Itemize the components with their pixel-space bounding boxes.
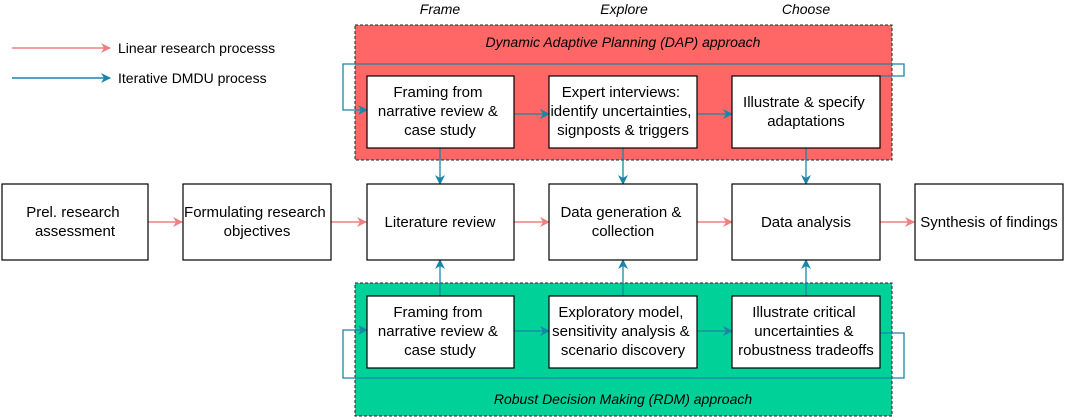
- main-box-line: Data generation &: [560, 204, 681, 221]
- dap-box-frame-line: Framing from: [393, 84, 482, 101]
- dap-box-choose-line: adaptations: [767, 113, 845, 130]
- svg-text:Framing from narrative r: Framing from narrative review & case stu…: [378, 304, 502, 359]
- main-box-line: Formulating research: [184, 204, 326, 221]
- main-box-line: Prel. research: [26, 204, 119, 221]
- phase-choose-label: Choose: [782, 1, 830, 17]
- main-box-research-objectives: Formulating research objectives: [182, 183, 332, 261]
- main-box-line: collection: [592, 223, 655, 240]
- main-box-data-analysis: Data analysis: [731, 183, 881, 261]
- dap-title: Dynamic Adaptive Planning (DAP) approach: [486, 34, 761, 50]
- main-box-literature-review: Literature review: [366, 183, 515, 261]
- rdm-box-frame-line: narrative review &: [378, 323, 498, 340]
- svg-text:Illustrate & specify ada: Illustrate & specify adaptations: [743, 94, 869, 130]
- main-box-line: Data analysis: [761, 214, 851, 231]
- dap-box-choose: Illustrate & specify adaptations: [731, 75, 881, 149]
- svg-text:Exploratory model, sensi: Exploratory model, sensitivity analysis …: [552, 304, 694, 359]
- rdm-box-choose-line: robustness tradeoffs: [738, 342, 874, 359]
- phase-explore-label: Explore: [600, 1, 648, 17]
- rdm-box-frame: Framing from narrative review & case stu…: [366, 295, 515, 369]
- dap-box-frame: Framing from narrative review & case stu…: [366, 75, 515, 149]
- dap-box-explore-line: identify uncertainties,: [550, 103, 691, 120]
- svg-text:Prel. research assessmen: Prel. research assessment: [26, 204, 124, 240]
- rdm-box-frame-line: case study: [404, 342, 476, 359]
- svg-text:Data generation & collec: Data generation & collection: [560, 204, 685, 240]
- rdm-box-explore-line: Exploratory model,: [558, 304, 683, 321]
- main-box-line: objectives: [224, 223, 291, 240]
- rdm-box-explore-line: scenario discovery: [561, 342, 686, 359]
- main-box-line: assessment: [35, 223, 116, 240]
- svg-text:Framing from narrative r: Framing from narrative review & case stu…: [378, 84, 502, 139]
- rdm-box-choose-line: Illustrate critical: [752, 304, 855, 321]
- dap-box-explore: Expert interviews: identify uncertaintie…: [548, 75, 698, 149]
- main-box-line: Synthesis of findings: [920, 214, 1058, 231]
- dap-box-explore-line: signposts & triggers: [557, 122, 689, 139]
- dap-box-frame-line: case study: [404, 122, 476, 139]
- main-box-line: Literature review: [385, 214, 496, 231]
- rdm-box-explore: Exploratory model, sensitivity analysis …: [548, 295, 698, 369]
- rdm-box-choose: Illustrate critical uncertainties & robu…: [731, 295, 881, 369]
- svg-text:Illustrate critical unce: Illustrate critical uncertainties & robu…: [738, 304, 874, 359]
- legend: Linear research processs Iterative DMDU …: [12, 40, 275, 86]
- dap-box-frame-line: narrative review &: [378, 103, 498, 120]
- svg-text:Literature review: Literature review: [385, 214, 496, 231]
- svg-text:Expert interviews: ident: Expert interviews: identify uncertaintie…: [550, 84, 695, 139]
- legend-iterative-label: Iterative DMDU process: [118, 70, 267, 86]
- main-box-synthesis: Synthesis of findings: [914, 183, 1064, 261]
- svg-text:Data analysis: Data analysis: [761, 214, 851, 231]
- dap-iteration-loop: [342, 63, 905, 111]
- rdm-iteration-loop: [342, 329, 905, 379]
- svg-text:Formulating research obj: Formulating research objectives: [184, 204, 330, 240]
- rdm-box-frame-line: Framing from: [393, 304, 482, 321]
- main-box-preliminary-assessment: Prel. research assessment: [1, 183, 149, 261]
- phase-frame-label: Frame: [420, 1, 461, 17]
- dap-box-explore-line: Expert interviews:: [562, 84, 680, 101]
- rdm-box-choose-line: uncertainties &: [754, 323, 853, 340]
- main-box-data-generation: Data generation & collection: [548, 183, 698, 261]
- svg-text:Synthesis of findings: Synthesis of findings: [920, 214, 1058, 231]
- rdm-box-explore-line: sensitivity analysis &: [552, 323, 690, 340]
- rdm-title: Robust Decision Making (RDM) approach: [494, 391, 753, 407]
- legend-linear-label: Linear research processs: [118, 40, 275, 56]
- dap-box-choose-line: Illustrate & specify: [743, 94, 865, 111]
